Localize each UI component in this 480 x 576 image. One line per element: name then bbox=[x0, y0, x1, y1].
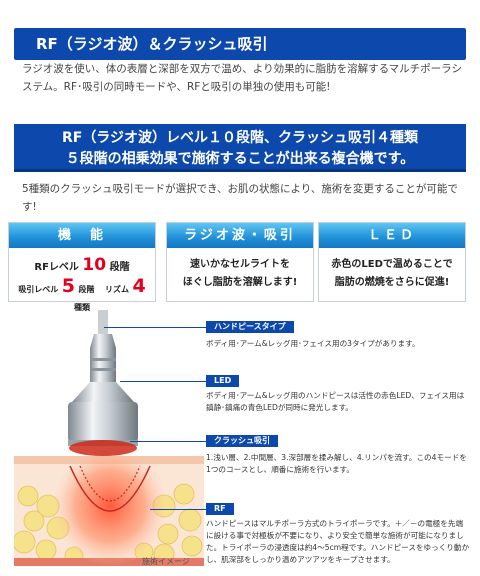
desc-handpiece-type: ボディ用･アーム&レッグ用･フェイス用の3タイプがあります。 bbox=[206, 339, 420, 348]
feature-box-led: ＬＥＤ 赤色のLEDで温めることで 脂肪の燃焼をさらに促進! bbox=[318, 222, 466, 302]
label-led: LED bbox=[206, 375, 240, 387]
section1-title: RF（ラジオ波）＆クラッシュ吸引 bbox=[14, 28, 466, 60]
rf-level-label: RFレベル bbox=[34, 262, 79, 273]
section1-text: ラジオ波を使い、体の表層と深部を双方で温め、より効果的に脂肪を溶解するマルチポー… bbox=[22, 63, 462, 93]
section2-title-line2: ５段階の相乗効果で施術することが出来る複合機です。 bbox=[65, 151, 415, 167]
feature-box-body: 速いかなセルライトを ほぐし脂肪を溶解します! bbox=[167, 248, 313, 292]
feature-box-header: ＬＥＤ bbox=[319, 223, 465, 248]
suction-level-value: 5 bbox=[61, 275, 76, 297]
rhythm-label: リズム bbox=[104, 285, 129, 294]
rf-level-unit: 段階 bbox=[109, 262, 130, 273]
connector-line bbox=[130, 441, 206, 442]
illustration-caption: 施術イメージ bbox=[142, 557, 190, 566]
rhythm-unit: 種類 bbox=[74, 303, 90, 312]
feature-box-body: 赤色のLEDで温めることで 脂肪の燃焼をさらに促進! bbox=[319, 248, 465, 292]
desc-rf: ハンドピースはマルチポーラ方式のトライポーラです。＋／－の電極を先端に設ける事で… bbox=[206, 519, 470, 564]
feature-box-rf-suction: ラジオ波・吸引 速いかなセルライトを ほぐし脂肪を溶解します! bbox=[166, 222, 314, 302]
treatment-illustration bbox=[14, 310, 204, 566]
feature-box-header: 機 能 bbox=[9, 223, 155, 248]
rf-level-value: 10 bbox=[82, 255, 107, 275]
feature-box-line1: 速いかなセルライトを bbox=[190, 259, 290, 270]
section2-title-line1: RF（ラジオ波）レベル１０段階、クラッシュ吸引４種類 bbox=[61, 130, 419, 146]
section2-text: 5種類のクラッシュ吸引モードが選択でき、お肌の状態により、施術を変更することが可… bbox=[22, 183, 458, 213]
rhythm-value: 4 bbox=[132, 275, 146, 297]
label-handpiece-type: ハンドピースタイプ bbox=[206, 321, 294, 333]
suction-level-label: 吸引レベル bbox=[18, 285, 59, 294]
feature-box-function: 機 能 RFレベル 10 段階 吸引レベル 5 段階 リズム 4 種類 bbox=[8, 222, 156, 312]
label-crush-suction: クラッシュ吸引 bbox=[206, 435, 278, 447]
label-rf: RF bbox=[206, 503, 234, 515]
feature-box-header: ラジオ波・吸引 bbox=[167, 223, 313, 248]
suction-level-unit: 段階 bbox=[78, 285, 95, 294]
connector-line bbox=[120, 381, 206, 382]
feature-box-body: RFレベル 10 段階 吸引レベル 5 段階 リズム 4 種類 bbox=[9, 248, 155, 317]
connector-line bbox=[150, 509, 206, 510]
desc-led: ボディ用･アーム&レッグ用のハンドピースは活性の赤色LED、フェイス用は鎮静･鎮… bbox=[206, 391, 465, 412]
feature-box-line2: ほぐし脂肪を溶解します! bbox=[182, 277, 298, 288]
feature-box-line1: 赤色のLEDで温めることで bbox=[331, 259, 453, 270]
desc-crush-suction: 1.浅い層、2.中間層、3.深部層を揉み解し、4.リンパを流す。この4モードを1… bbox=[206, 453, 467, 474]
feature-box-line2: 脂肪の燃焼をさらに促進! bbox=[334, 277, 450, 288]
connector-line bbox=[104, 327, 206, 328]
section2-title: RF（ラジオ波）レベル１０段階、クラッシュ吸引４種類 ５段階の相乗効果で施術する… bbox=[14, 124, 466, 172]
